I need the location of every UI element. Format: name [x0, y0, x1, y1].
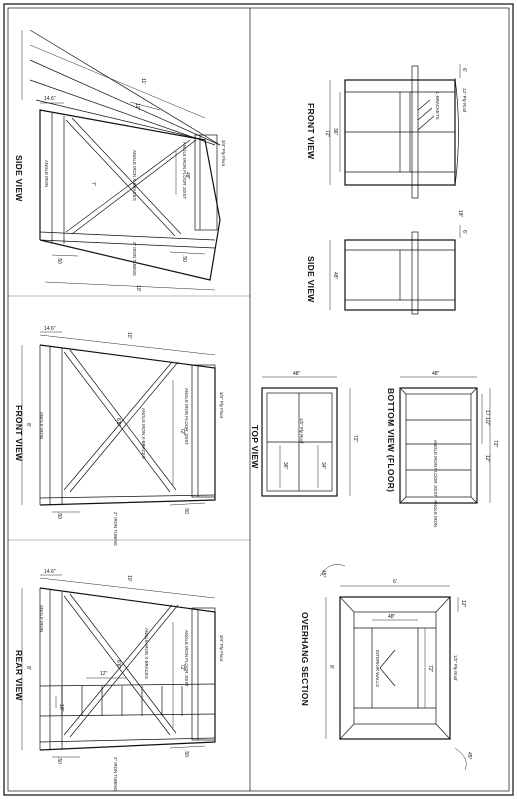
top-view-title: TOP VIEW: [250, 425, 260, 469]
rear-view-leg-label: ANGLE IRON: [39, 605, 44, 632]
side-view-floor-joist-label: ANGLE IRON FLOOR JOIST: [182, 142, 187, 199]
top-view-h72: 72": [352, 435, 358, 443]
rear-view-braces-label: ANGLE IRON X-BRACES: [144, 628, 149, 679]
front-view: 10' 14.6" 72" 8' 6'6" .50 .50 3/4" Ply F…: [14, 326, 224, 547]
overhang-walls-label: INTERIOR WALLS: [375, 650, 380, 687]
side-view-base-a: .50: [56, 257, 62, 264]
rear-view-overhang-dim: 14.6": [44, 569, 56, 575]
overhang-section: 6' 8' 48" 72" 12" 45° 45° 1/2" Ply Roof …: [300, 564, 472, 771]
front-view-height-dim: 72": [179, 428, 185, 436]
side-view-floor-label: 3/4" Ply Floor: [221, 140, 226, 167]
front-small-title: FRONT VIEW: [306, 103, 316, 160]
top-view: 48" 72" 36" 34" 1/2" Ply Roof TOP VIEW: [250, 371, 358, 497]
front-view-floor-label: 3/4" Ply Floor: [219, 392, 224, 419]
rear-view-floor-joist-label: ANGLE IRON FLOOR JOIST: [184, 630, 189, 687]
side-view-bottom-length: 10': [135, 285, 141, 292]
front-view-overhang-dim: 14.6": [44, 326, 56, 332]
front-view-top-length: 10': [126, 332, 132, 339]
bottom-view-w48: 48": [432, 371, 440, 377]
front-view-leg-label: ANGLE IRON: [39, 412, 44, 439]
side-view-leg-label: ANGLE IRON: [44, 160, 49, 187]
side-view: 11' 14.6" 12" 48" 10' 7' .50 .50 3/4" Pl…: [14, 29, 226, 292]
top-view-roof-label: 1/2" Ply Roof: [299, 418, 304, 444]
bottom-view-b: 12": [484, 455, 490, 463]
overhang-w48: 48": [388, 614, 396, 620]
overhang-d12: 12": [460, 600, 466, 608]
front-small-roof-label: 12" Ply Roof: [462, 88, 467, 113]
overhang-angle-b: 45°: [466, 752, 472, 760]
rear-view-height-dim: 72": [179, 664, 185, 672]
rear-view-tubing-label: 2" IRON TUBING: [113, 757, 118, 792]
overhang-h72: 72": [427, 665, 433, 673]
top-view-d36: 36": [282, 462, 288, 470]
front-view-leg-dim: 8': [25, 423, 31, 427]
side-small-top-dim: 6': [461, 230, 467, 234]
front-view-tubing-label: 2" IRON TUBING: [113, 512, 118, 547]
front-small-brackets-label: L-BRACKETS: [435, 92, 440, 120]
rear-view-title: REAR VIEW: [14, 650, 24, 702]
bottom-view-title: BOTTOM VIEW (FLOOR): [386, 388, 396, 492]
bottom-view-a: 17 1/2": [484, 410, 490, 426]
bottom-view-angle-label: ANGLE IRON: [433, 500, 438, 527]
side-view-depth-dim: 12": [134, 103, 140, 111]
top-view-w48: 48": [293, 371, 301, 377]
overhang-angle-a: 45°: [320, 570, 326, 578]
front-view-small: 6' 12" Ply Roof 36" 72" 18" L-BRACKETS F…: [306, 64, 467, 218]
side-view-title: SIDE VIEW: [14, 155, 24, 202]
rear-view-top-length: 10': [126, 575, 132, 582]
front-view-diag-dim: 6'6": [115, 418, 121, 427]
bottom-view-h72: 72": [492, 440, 498, 448]
front-small-top-dim: 6': [461, 68, 467, 72]
bottom-view: 48" 72" 17 1/2" 12" ANGLE IRON FLOOR JOI…: [386, 371, 498, 527]
overhang-h8: 8': [328, 665, 334, 669]
side-view-height-dim: 48": [184, 172, 190, 180]
side-view-leg-spread: 7': [90, 182, 96, 186]
side-view-overhang-dim: 14.6": [44, 96, 56, 102]
rear-view-rung-b-dim: 18": [58, 704, 64, 712]
side-view-tubing-label: 2" IRON TUBING: [132, 242, 137, 277]
front-small-h72: 72": [324, 130, 330, 138]
front-view-base-b: .50: [183, 507, 189, 514]
side-view-top-length: 11': [140, 78, 146, 84]
rear-view-leg-dim: 8': [25, 666, 31, 670]
front-small-h36: 36": [332, 128, 338, 136]
rear-view-rung-dim: 12": [100, 671, 108, 677]
top-view-d34: 34": [320, 462, 326, 470]
inner-border: [7, 7, 510, 792]
front-small-h18: 18": [457, 210, 463, 218]
overhang-roof-label: 1/2" Ply Roof: [453, 655, 458, 681]
overhang-w6: 6': [393, 579, 397, 585]
rear-view: 10' 14.6" 72" 8' 6'6" 12" 18" .50 .50 3/…: [14, 569, 224, 792]
front-view-base-a: .50: [56, 512, 62, 519]
rear-view-diag-dim: 6'6": [115, 660, 121, 669]
front-view-title: FRONT VIEW: [14, 405, 24, 462]
side-view-base-b: .50: [181, 255, 187, 262]
side-small-h48: 48": [332, 272, 338, 280]
overhang-title: OVERHANG SECTION: [300, 612, 310, 706]
outer-border: [3, 3, 514, 796]
rear-view-base-b: .50: [183, 750, 189, 757]
side-view-braces-label: ANGLE IRON X-BRACES: [132, 150, 137, 201]
front-view-braces-label: ANGLE IRON X-BRACES: [141, 408, 146, 459]
side-view-small: 6' 48" SIDE VIEW: [306, 225, 467, 315]
front-view-floor-joist-label: ANGLE IRON FLOOR JOIST: [184, 388, 189, 445]
rear-view-base-a: .50: [56, 757, 62, 764]
rear-view-floor-label: 3/4" Ply Floor: [219, 635, 224, 662]
bottom-view-joist-label: ANGLE IRON FLOOR JOIST: [433, 440, 438, 497]
side-small-title: SIDE VIEW: [306, 256, 316, 303]
